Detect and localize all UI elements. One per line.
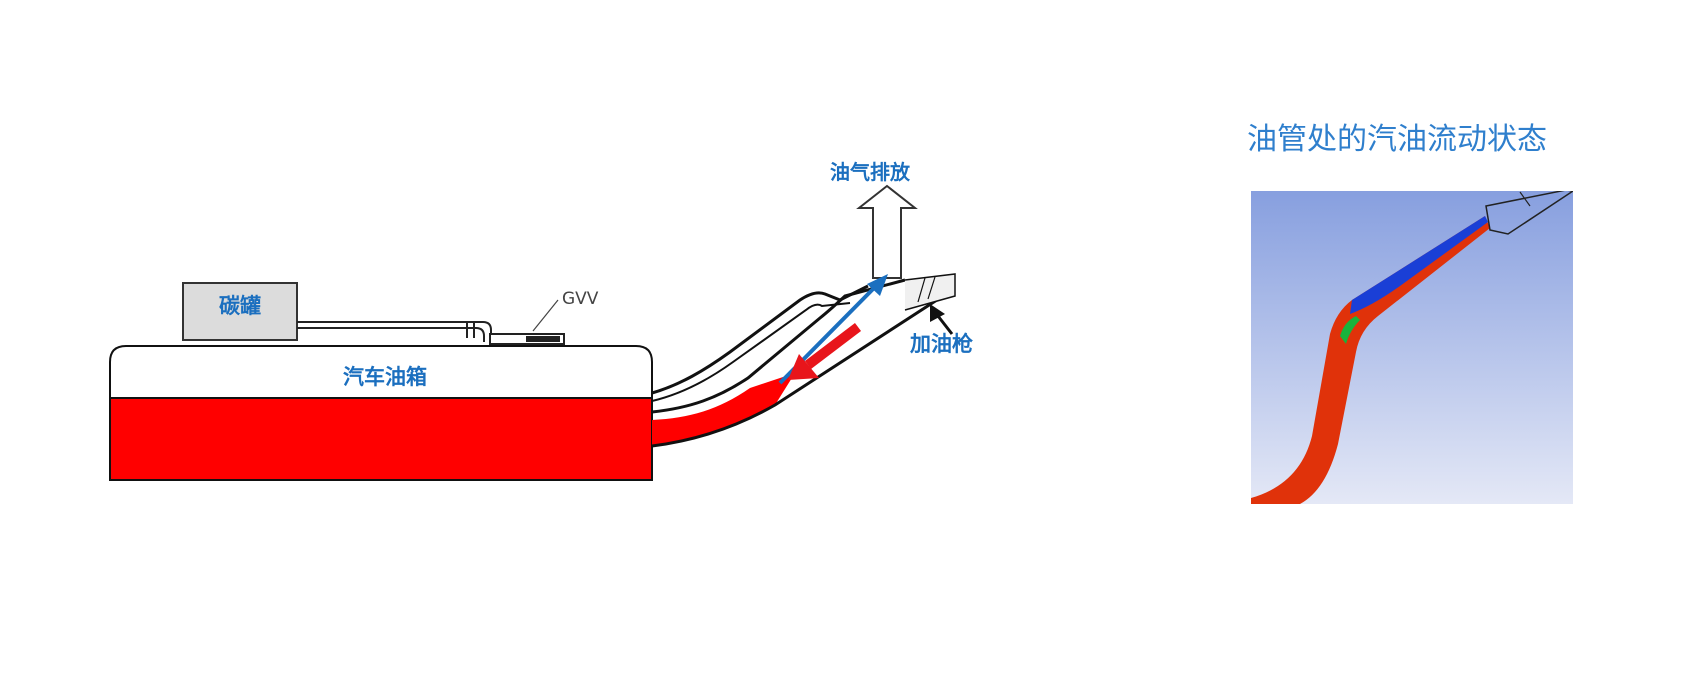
canister-label: 碳罐 (219, 294, 261, 318)
vent-line (297, 321, 492, 342)
vapor-vent-arrow (856, 184, 918, 279)
fuel-tank (109, 345, 653, 481)
filler-pipe-inner-wall (651, 278, 906, 414)
simulation-image (1251, 191, 1573, 504)
filler-pipe (651, 273, 956, 448)
canister-box (182, 282, 298, 341)
gvv-valve (489, 299, 565, 345)
gvv-leader-line (532, 299, 559, 332)
fuel-flow-arrow (788, 323, 862, 380)
nozzle-pointer-arrow (930, 304, 954, 335)
simulation-panel-title: 油管处的汽油流动状态 (1247, 122, 1547, 157)
fuel-tank-label: 汽车油箱 (343, 365, 427, 389)
filler-pipe-outer-wall (651, 296, 941, 448)
sim-nozzle (1485, 191, 1573, 235)
vent-loop-inner (651, 302, 851, 402)
vapor-vent-label: 油气排放 (830, 160, 910, 184)
filler-pipe-fuel (652, 373, 795, 446)
vent-loop-outer (651, 284, 869, 395)
sim-pipe-liquid (1251, 216, 1490, 504)
nozzle-label: 加油枪 (910, 332, 973, 356)
fuel-level-fill (109, 397, 653, 481)
sim-pipe-mix (1340, 316, 1360, 344)
gvv-label: GVV (562, 289, 599, 309)
sim-pipe-vapor (1350, 216, 1488, 314)
carbon-canister (182, 282, 298, 341)
